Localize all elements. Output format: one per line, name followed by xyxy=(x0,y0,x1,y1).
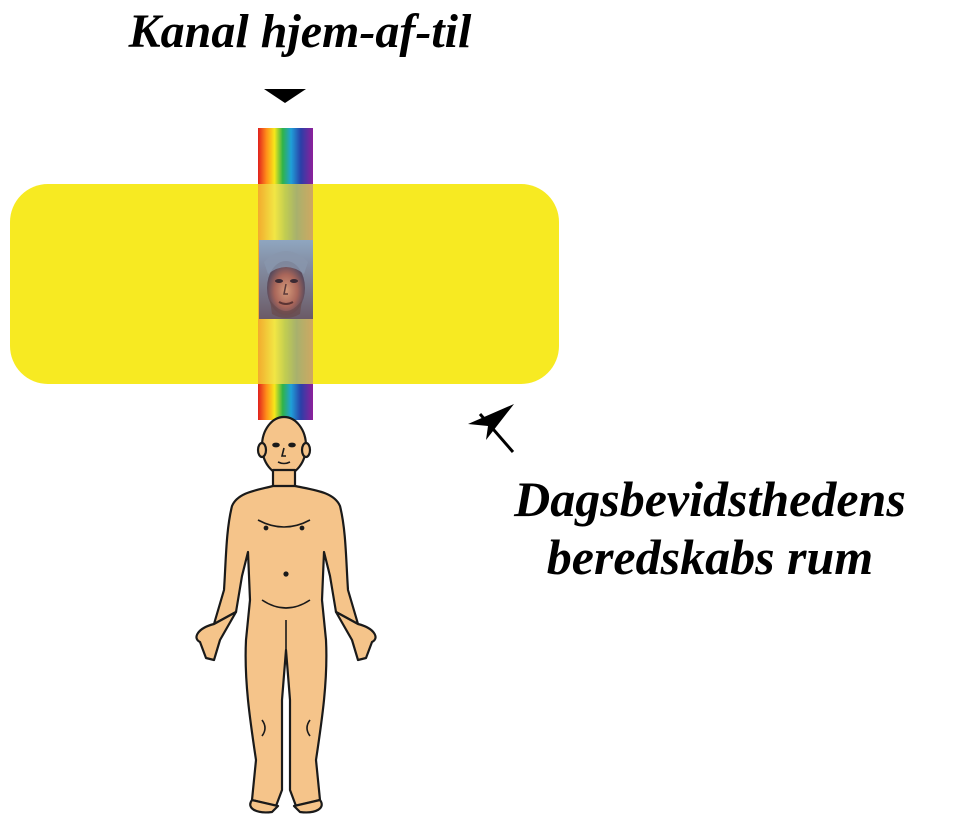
down-triangle-icon xyxy=(264,89,306,103)
caption-line-2: beredskabs rum xyxy=(460,528,960,586)
pointer-arrow-icon xyxy=(468,404,514,452)
caption-line-1: Dagsbevidsthedens xyxy=(460,470,960,528)
field-caption: Dagsbevidsthedens beredskabs rum xyxy=(460,470,960,586)
face-portrait xyxy=(259,240,313,319)
human-figure xyxy=(196,417,375,812)
